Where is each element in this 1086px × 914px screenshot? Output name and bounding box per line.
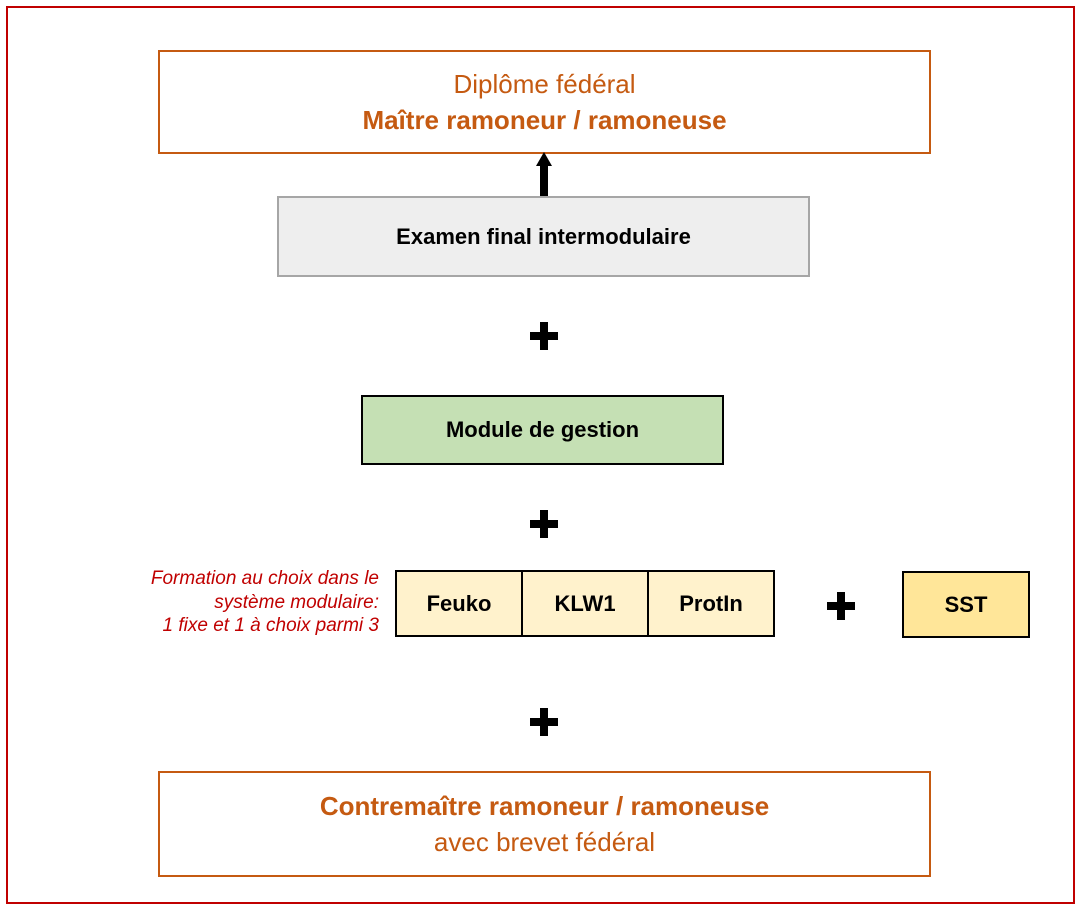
diploma-title: Maître ramoneur / ramoneuse	[362, 105, 727, 135]
plus-icon	[530, 322, 558, 350]
exam-label: Examen final intermodulaire	[396, 223, 691, 249]
module-klw1: KLW1	[521, 570, 649, 637]
diploma-box: Diplôme fédéral Maître ramoneur / ramone…	[158, 50, 931, 154]
choice-note: Formation au choix dans le système modul…	[59, 567, 379, 638]
brevet-title: Contremaître ramoneur / ramoneuse	[319, 791, 770, 821]
module-feuko: Feuko	[395, 570, 523, 637]
note-line: Formation au choix dans le	[150, 568, 379, 589]
gestion-label: Module de gestion	[445, 417, 640, 442]
exam-box: Examen final intermodulaire	[277, 196, 810, 277]
brevet-subtitle: avec brevet fédéral	[433, 827, 656, 857]
gestion-module-box: Module de gestion	[361, 395, 724, 465]
note-line: système modulaire:	[214, 591, 379, 613]
sst-label: SST	[944, 591, 988, 617]
module-protin: ProtIn	[647, 570, 775, 637]
note-line: 1 fixe et 1 à choix parmi 3	[162, 615, 380, 636]
plus-icon	[827, 592, 855, 620]
diploma-subtitle: Diplôme fédéral	[453, 69, 636, 99]
plus-icon	[530, 708, 558, 736]
plus-icon	[530, 510, 558, 538]
diagram-frame	[6, 6, 1075, 904]
modules-row: Feuko KLW1 ProtIn	[395, 570, 775, 637]
brevet-box: Contremaître ramoneur / ramoneuse avec b…	[158, 771, 931, 877]
sst-box: SST	[902, 571, 1030, 638]
up-arrow-icon	[536, 152, 552, 196]
